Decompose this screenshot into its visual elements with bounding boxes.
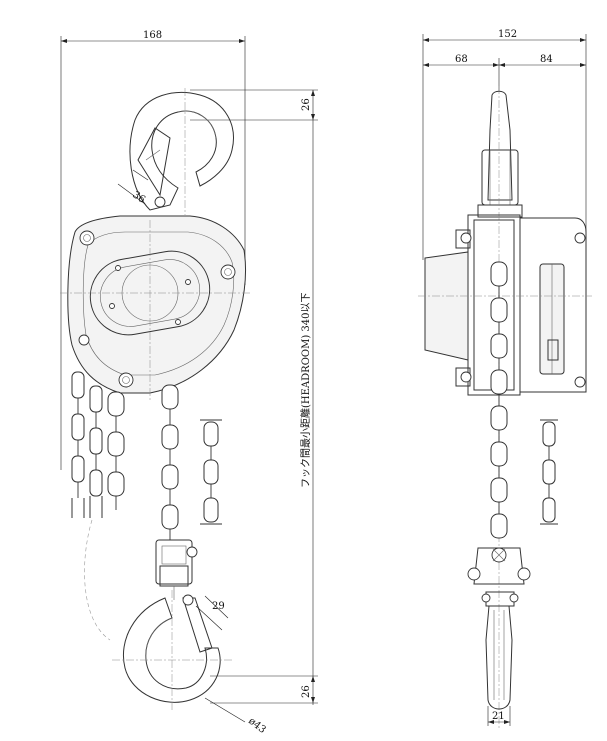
bottom-block-side (467, 547, 531, 607)
side-view: 152 68 84 (418, 29, 592, 730)
load-chain-side (490, 261, 508, 539)
hoist-body-side (418, 214, 592, 396)
chain-end-side (540, 419, 558, 525)
hand-chain-left (71, 371, 103, 518)
headroom-label: フック間最小距離(HEADROOM) 340以下 (299, 293, 312, 489)
body-bolt (118, 372, 134, 388)
hook-opening-bottom-label: 29 (212, 601, 225, 612)
hoist-body (60, 215, 250, 400)
bottom-hook-side: 21 (485, 605, 513, 726)
bottom-hook: 29 ø43 (112, 590, 268, 736)
body-bolt (78, 334, 90, 346)
side-width-label: 152 (498, 29, 517, 40)
body-bolt (220, 264, 236, 280)
hook-diameter-label: ø43 (246, 716, 268, 736)
top-hook: 36 (117, 88, 234, 215)
front-view: 168 26 26 フック間最小距離(HEADROOM) 340以下 (60, 30, 318, 736)
front-width-dimension: 168 (60, 30, 246, 470)
chain-end-front (200, 419, 222, 525)
hook-bottom-gap-label: 26 (301, 685, 312, 698)
hidden-chain-path (84, 519, 111, 641)
headroom-dimension: 26 26 フック間最小距離(HEADROOM) 340以下 (190, 89, 318, 705)
hook-top-gap-label: 26 (301, 98, 312, 111)
bottom-hook-block (155, 539, 198, 600)
load-chain-front (107, 384, 179, 540)
body-bolt (79, 230, 95, 246)
hook-width-side-label: 21 (492, 711, 505, 722)
front-width-label: 168 (143, 30, 162, 41)
side-right-label: 84 (540, 54, 553, 65)
side-left-label: 68 (455, 54, 468, 65)
